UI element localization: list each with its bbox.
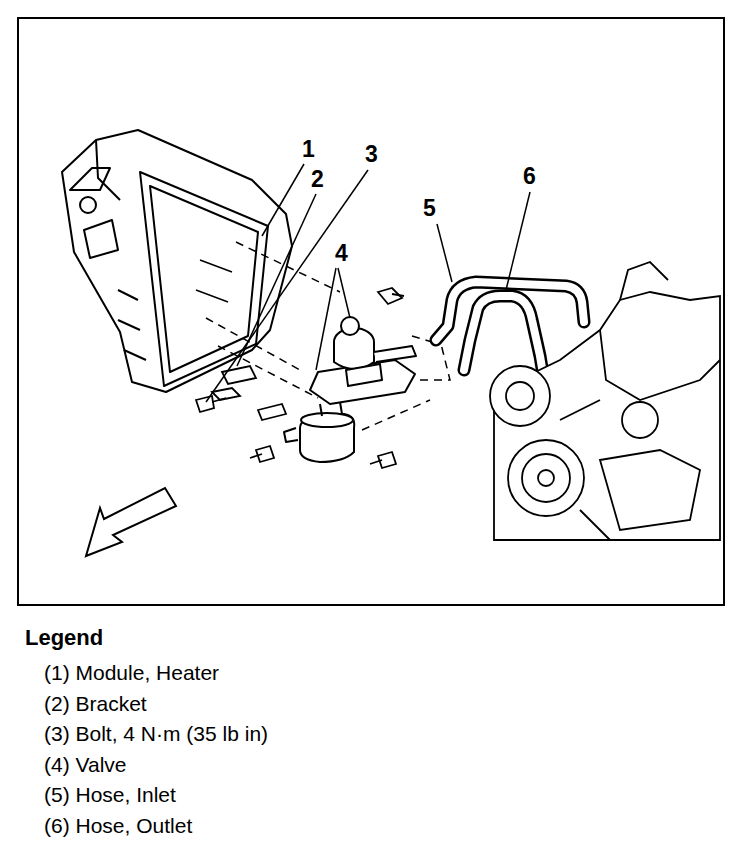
valve-assembly <box>284 317 416 462</box>
leader-lines <box>206 164 530 402</box>
legend-entry: (4) Valve <box>44 754 126 775</box>
legend-entry: (1) Module, Heater <box>44 662 219 683</box>
direction-arrow <box>86 488 176 556</box>
callout-number: 5 <box>421 197 438 220</box>
legend-entry: (5) Hose, Inlet <box>44 784 176 805</box>
frame <box>18 18 724 605</box>
callout-number: 1 <box>300 138 317 161</box>
assembly-lines <box>206 242 450 430</box>
callout-number: 3 <box>363 143 380 166</box>
bracket <box>212 366 286 420</box>
callout-number: 2 <box>309 168 326 191</box>
legend-entry: (3) Bolt, 4 N·m (35 lb in) <box>44 723 268 744</box>
legend-heading: Legend <box>25 627 103 649</box>
heater-module <box>62 130 292 392</box>
callout-number: 6 <box>521 165 538 188</box>
bolts <box>196 288 404 468</box>
legend-entry: (2) Bracket <box>44 693 147 714</box>
engine <box>490 262 720 540</box>
callout-number: 4 <box>333 242 350 265</box>
legend-entry: (6) Hose, Outlet <box>44 815 192 836</box>
